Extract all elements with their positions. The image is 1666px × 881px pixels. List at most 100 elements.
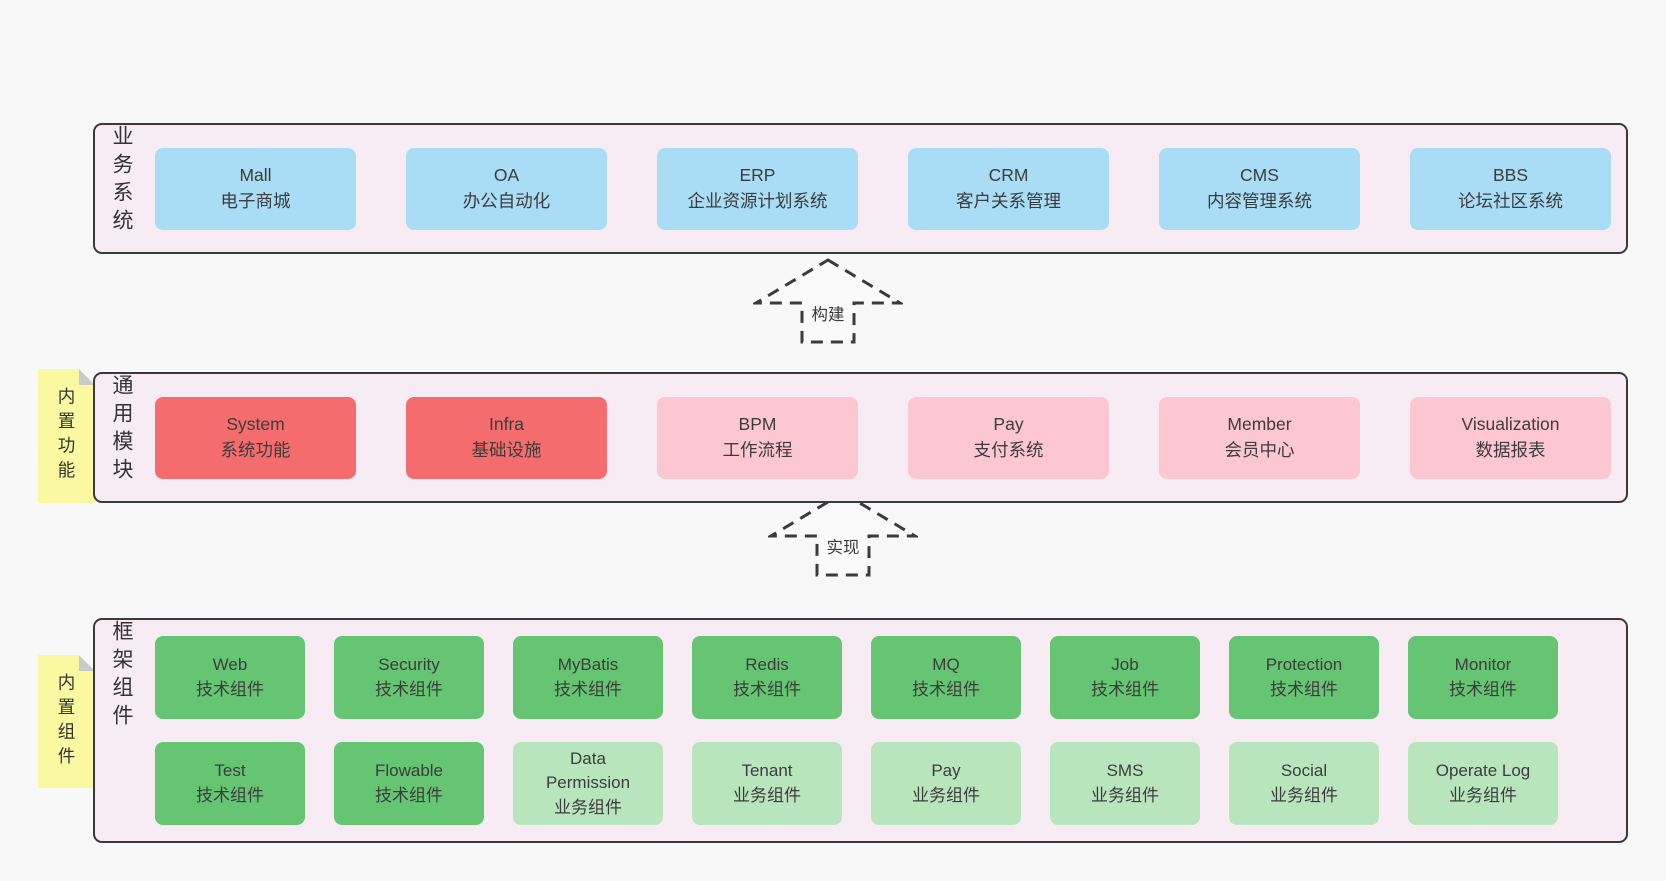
box-title-en: Monitor: [1454, 654, 1512, 674]
business-systems-row-group: Mall 电子商城 OA 办公自动化 ERP 企业资源计划系统 CRM 客户关系管理 CMS 内容…: [155, 125, 1626, 252]
box-title-zh: 业务组件: [1270, 785, 1338, 805]
box-title-en: CRM: [988, 165, 1029, 186]
box-mall: Mall 电子商城: [155, 147, 356, 230]
box-title-zh: 技术组件: [375, 679, 443, 699]
box-redis: Redis 技术组件: [692, 636, 842, 719]
box-title-zh: 工作流程: [722, 439, 793, 460]
box-job: Job 技术组件: [1050, 636, 1200, 719]
section-label-common-modules: 通用模块: [110, 374, 133, 486]
box-title-en: Security: [378, 654, 440, 674]
box-monitor: Monitor 技术组件: [1408, 636, 1558, 719]
box-member: Member 会员中心: [1159, 396, 1360, 479]
box-security: Security 技术组件: [334, 636, 484, 719]
box-title-zh: 技术组件: [912, 679, 980, 699]
box-title-en: MQ: [932, 654, 960, 674]
dashed-up-arrow-implement: 实现: [768, 490, 918, 578]
box-title-zh: 技术组件: [196, 679, 264, 699]
box-pay: Pay 支付系统: [908, 396, 1109, 479]
box-title-en: Data Permission: [545, 748, 631, 793]
box-visualization: Visualization 数据报表: [1410, 396, 1611, 479]
box-title-en: Protection: [1265, 654, 1343, 674]
section-label-framework-components: 框架组件: [110, 620, 133, 732]
box-title-zh: 数据报表: [1475, 439, 1546, 460]
box-title-en: Mall: [239, 165, 272, 186]
box-title-en: Pay: [993, 414, 1024, 435]
box-title-zh: 业务组件: [912, 785, 980, 805]
arrow-label-build: 构建: [808, 301, 848, 325]
box-mybatis: MyBatis 技术组件: [513, 636, 663, 719]
box-title-en: SMS: [1106, 760, 1144, 780]
box-bpm: BPM 工作流程: [657, 396, 858, 479]
box-title-en: Infra: [488, 414, 525, 435]
box-sms: SMS 业务组件: [1050, 742, 1200, 825]
box-title-en: Tenant: [741, 760, 793, 780]
box-title-en: OA: [493, 165, 520, 186]
box-title-zh: 技术组件: [1449, 679, 1517, 699]
section-label-business-systems: 业务系统: [110, 125, 133, 237]
box-title-en: Redis: [745, 654, 789, 674]
box-title-zh: 基础设施: [471, 439, 542, 460]
box-title-zh: 技术组件: [375, 785, 443, 805]
box-mq: MQ 技术组件: [871, 636, 1021, 719]
box-row: Mall 电子商城 OA 办公自动化 ERP 企业资源计划系统 CRM 客户关系管理 CMS 内容…: [155, 147, 1626, 230]
box-title-zh: 会员中心: [1224, 439, 1295, 460]
box-title-zh: 内容管理系统: [1207, 190, 1312, 211]
box-title-en: Member: [1227, 414, 1292, 435]
box-erp: ERP 企业资源计划系统: [657, 147, 858, 230]
box-data-permission: Data Permission 业务组件: [513, 742, 663, 825]
box-title-zh: 技术组件: [1091, 679, 1159, 699]
box-title-en: MyBatis: [557, 654, 619, 674]
section-business-systems: 业务系统 Mall 电子商城 OA 办公自动化 ERP 企业资源计划系统 CRM 客户关系管理…: [93, 123, 1628, 254]
box-title-zh: 客户关系管理: [956, 190, 1061, 211]
box-title-zh: 电子商城: [220, 190, 291, 211]
sticky-note-built-in-features: 内置功能: [38, 369, 95, 503]
box-title-zh: 业务组件: [733, 785, 801, 805]
box-title-zh: 技术组件: [1270, 679, 1338, 699]
box-title-en: Test: [214, 760, 246, 780]
box-pay: Pay 业务组件: [871, 742, 1021, 825]
box-tenant: Tenant 业务组件: [692, 742, 842, 825]
box-title-zh: 技术组件: [196, 785, 264, 805]
box-web: Web 技术组件: [155, 636, 305, 719]
box-title-en: BPM: [738, 414, 777, 435]
box-title-zh: 办公自动化: [462, 190, 551, 211]
box-title-en: Social: [1280, 760, 1328, 780]
box-title-zh: 技术组件: [554, 679, 622, 699]
dashed-up-arrow-build: 构建: [753, 257, 903, 345]
box-infra: Infra 基础设施: [406, 396, 607, 479]
box-title-en: Operate Log: [1435, 760, 1531, 780]
box-title-zh: 业务组件: [554, 797, 622, 817]
box-title-en: BBS: [1492, 165, 1529, 186]
box-title-en: Job: [1111, 654, 1139, 674]
box-title-zh: 支付系统: [973, 439, 1044, 460]
box-cms: CMS 内容管理系统: [1159, 147, 1360, 230]
box-title-en: Pay: [931, 760, 961, 780]
box-test: Test 技术组件: [155, 742, 305, 825]
box-title-zh: 论坛社区系统: [1458, 190, 1563, 211]
box-title-zh: 业务组件: [1091, 785, 1159, 805]
box-bbs: BBS 论坛社区系统: [1410, 147, 1611, 230]
box-title-zh: 技术组件: [733, 679, 801, 699]
box-oa: OA 办公自动化: [406, 147, 607, 230]
box-protection: Protection 技术组件: [1229, 636, 1379, 719]
arrow-label-implement: 实现: [823, 534, 863, 558]
box-title-en: CMS: [1240, 165, 1279, 186]
box-crm: CRM 客户关系管理: [908, 147, 1109, 230]
box-title-zh: 企业资源计划系统: [687, 190, 828, 211]
box-title-zh: 业务组件: [1449, 785, 1517, 805]
box-title-en: System: [226, 414, 285, 435]
box-title-en: Web: [212, 654, 248, 674]
box-title-en: ERP: [739, 165, 776, 186]
box-title-en: Visualization: [1461, 414, 1560, 435]
box-social: Social 业务组件: [1229, 742, 1379, 825]
